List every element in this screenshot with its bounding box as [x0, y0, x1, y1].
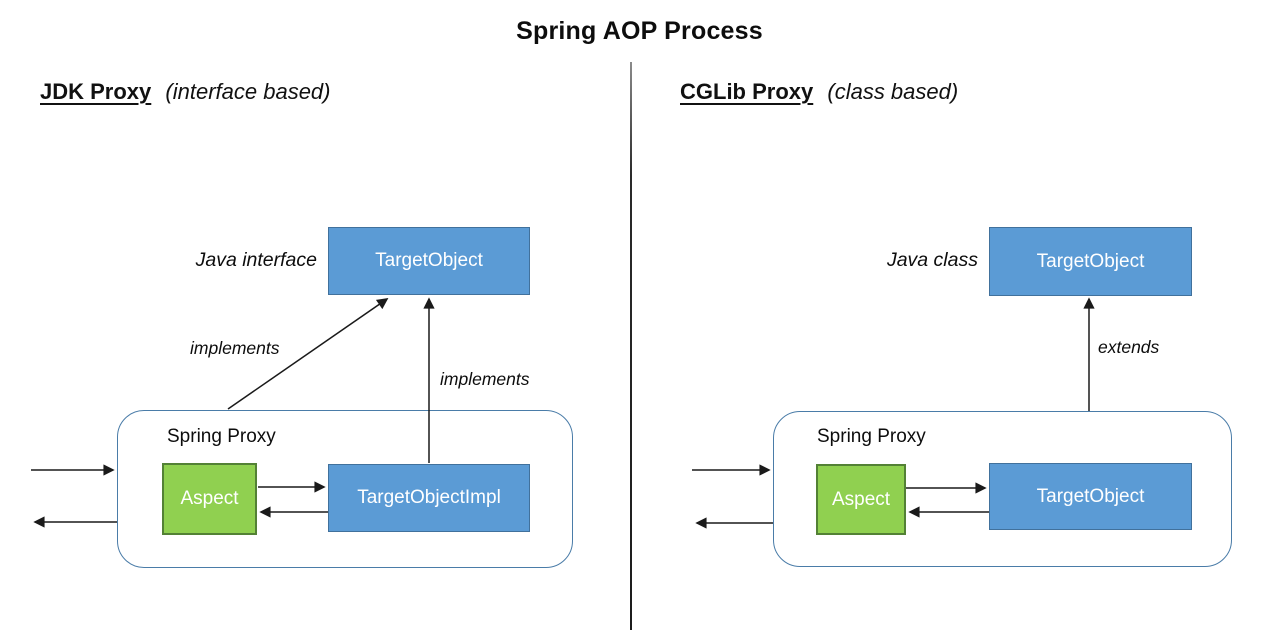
jdk-aspect-box: Aspect	[162, 463, 257, 535]
cglib-spring-proxy-container	[773, 411, 1232, 567]
cglib-proxy-heading: CGLib Proxy	[680, 79, 814, 104]
jdk-proxy-subheading: (interface based)	[165, 79, 331, 104]
implements-label-left: implements	[190, 338, 280, 358]
jdk-proxy-heading: JDK Proxy	[40, 79, 152, 104]
implements-label-right: implements	[440, 369, 530, 389]
diagram-title: Spring AOP Process	[516, 17, 763, 45]
cglib-aspect-label: Aspect	[831, 488, 891, 510]
jdk-spring-proxy-label: Spring Proxy	[167, 426, 276, 447]
java-interface-label: Java interface	[195, 249, 317, 271]
jdk-proxy-header: JDK Proxy (interface based)	[40, 79, 331, 105]
center-divider-line	[630, 62, 632, 630]
cglib-target-object-label: TargetObject	[1036, 250, 1145, 272]
jdk-aspect-label: Aspect	[180, 488, 239, 509]
cglib-spring-proxy-label: Spring Proxy	[817, 426, 926, 447]
cglib-proxy-header: CGLib Proxy (class based)	[680, 79, 958, 105]
cglib-inner-target-object-box: TargetObject	[989, 463, 1192, 530]
jdk-target-object-label: TargetObject	[375, 250, 483, 271]
jdk-spring-proxy-container	[117, 410, 573, 568]
cglib-proxy-subheading: (class based)	[827, 79, 959, 104]
cglib-inner-target-object-label: TargetObject	[1036, 485, 1145, 507]
jdk-target-object-impl-label: TargetObjectImpl	[357, 487, 501, 508]
jdk-target-object-impl-box: TargetObjectImpl	[328, 464, 530, 532]
java-class-label: Java class	[886, 249, 978, 271]
extends-label: extends	[1098, 337, 1160, 357]
cglib-aspect-box: Aspect	[816, 464, 906, 535]
jdk-target-object-box: TargetObject	[328, 227, 530, 295]
cglib-target-object-box: TargetObject	[989, 227, 1192, 296]
